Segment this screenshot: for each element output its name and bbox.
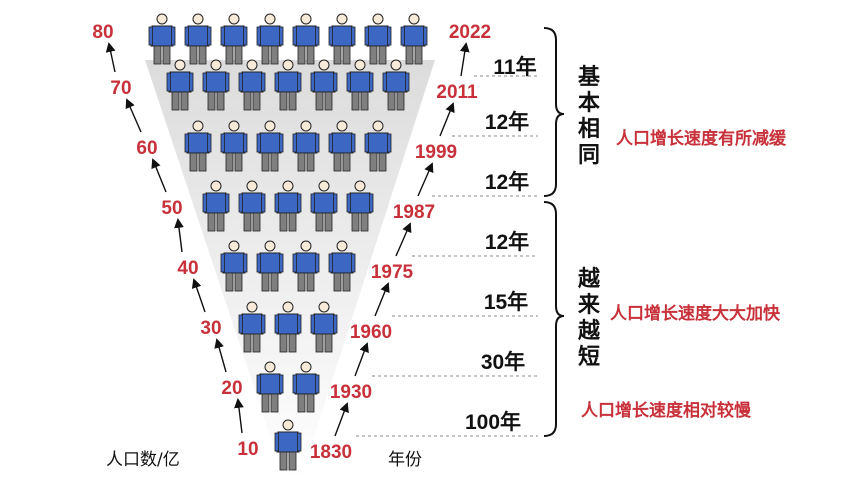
person-icon <box>328 13 356 65</box>
vertical-group-text: 基本相同 <box>578 64 601 167</box>
person-icon <box>256 120 284 172</box>
funnel-background <box>145 60 435 480</box>
population-label: 60 <box>136 138 157 159</box>
arrow <box>174 218 184 253</box>
brace-upper <box>543 27 565 197</box>
person-icon <box>274 59 302 111</box>
interval-label: 15年 <box>484 290 528 314</box>
person-icon <box>256 13 284 65</box>
interval-label: 30年 <box>481 350 525 374</box>
population-labels: 10 20 30 40 50 60 70 80 <box>92 22 258 460</box>
arrow <box>234 398 244 434</box>
brace-lower <box>543 201 565 437</box>
interval-labels: 100年 30年 15年 12年 12年 12年 11年 <box>465 55 537 434</box>
person-icon <box>310 59 338 111</box>
person-icon <box>148 13 176 65</box>
population-label: 70 <box>110 78 131 99</box>
arrow <box>395 222 412 257</box>
person-icon <box>256 240 284 292</box>
arrow <box>417 162 434 197</box>
population-label: 50 <box>161 198 182 219</box>
person-icon <box>292 13 320 65</box>
person-icon <box>310 301 338 353</box>
arrow <box>214 338 227 373</box>
person-icon <box>364 13 392 65</box>
people-pyramid <box>148 13 428 471</box>
person-icon <box>238 301 266 353</box>
interval-label: 100年 <box>465 410 521 434</box>
person-icon <box>238 59 266 111</box>
population-label: 20 <box>221 378 242 399</box>
population-label: 80 <box>92 22 113 43</box>
population-label: 10 <box>237 439 258 460</box>
person-icon <box>220 120 248 172</box>
conclusion-slow: 人口增长速度相对较慢 <box>581 400 752 420</box>
year-label: 1987 <box>393 202 435 223</box>
person-icon <box>274 180 302 232</box>
year-label: 1930 <box>330 382 372 403</box>
interval-label: 12年 <box>485 170 529 194</box>
person-icon <box>346 180 374 232</box>
arrow <box>439 102 455 137</box>
person-icon <box>292 361 320 413</box>
year-label: 1999 <box>415 142 457 163</box>
population-label: 40 <box>177 258 198 279</box>
person-icon <box>202 180 230 232</box>
interval-label: 12年 <box>485 230 529 254</box>
conclusion-slowing: 人口增长速度有所减缓 <box>616 128 787 148</box>
year-label: 1830 <box>310 442 352 463</box>
person-icon <box>238 180 266 232</box>
year-labels: 1830 1930 1960 1975 1987 1999 2011 2022 <box>310 22 491 463</box>
person-icon <box>382 59 410 111</box>
person-icon <box>328 120 356 172</box>
person-icon <box>292 240 320 292</box>
person-icon <box>400 13 428 65</box>
arrow <box>151 158 167 193</box>
person-icon <box>292 120 320 172</box>
arrow <box>459 42 470 77</box>
person-icon <box>274 301 302 353</box>
vertical-group-text: 越来越短 <box>577 266 601 369</box>
arrow <box>374 282 390 317</box>
person-icon <box>184 120 212 172</box>
person-icon <box>202 59 230 111</box>
arrow <box>354 342 369 377</box>
person-icon <box>256 361 284 413</box>
group-label-similar: 基本相同 <box>578 64 601 167</box>
person-icon <box>166 59 194 111</box>
population-axis-caption: 人口数/亿 <box>106 450 180 470</box>
group-label-shorter: 越来越短 <box>577 266 601 369</box>
conclusion-accelerating: 人口增长速度大大加快 <box>610 303 781 323</box>
population-label: 30 <box>200 318 221 339</box>
person-icon <box>328 240 356 292</box>
dashed-lines <box>356 75 538 437</box>
interval-label: 12年 <box>485 110 529 134</box>
arrow <box>125 98 142 133</box>
year-label: 1960 <box>350 322 392 343</box>
person-icon <box>220 13 248 65</box>
year-label: 1975 <box>371 262 414 283</box>
arrow <box>105 42 116 73</box>
arrows-layer <box>105 42 470 437</box>
arrow <box>334 402 349 437</box>
person-icon <box>310 180 338 232</box>
person-icon <box>274 419 302 471</box>
person-icon <box>346 59 374 111</box>
year-label: 2011 <box>436 82 478 103</box>
arrow <box>191 278 206 313</box>
year-axis-caption: 年份 <box>388 450 422 470</box>
year-label: 2022 <box>449 22 491 43</box>
interval-label: 11年 <box>493 55 536 79</box>
person-icon <box>184 13 212 65</box>
person-icon <box>220 240 248 292</box>
person-icon <box>364 120 392 172</box>
